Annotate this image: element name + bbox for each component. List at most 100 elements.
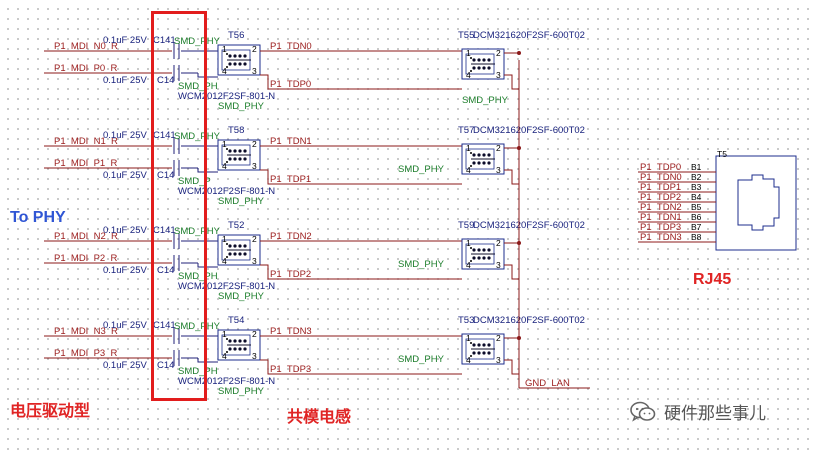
ch1-cmc-coil-dot xyxy=(487,153,491,157)
ch0-xfmr-pin-2: 2 xyxy=(252,44,257,54)
ch1-in-a-net: P1_MDI_N1_R xyxy=(54,136,118,147)
ch0-xfmr-polarity-dot xyxy=(226,53,228,55)
ch1-cmc-pin-4: 4 xyxy=(466,165,471,175)
ch1-xfmr-part: WCM2012F2SF-801-N xyxy=(178,186,275,197)
rj45-pin-net: P1_TDN0 xyxy=(640,172,682,183)
ch0-xfmr-coil-dot xyxy=(238,54,242,58)
ch1-xfmr-coil-dot xyxy=(238,149,242,153)
ch1-cmc-out-b-wire xyxy=(504,169,519,185)
ch0-cmc-part: DCM321620F2SF-600T02 xyxy=(473,30,585,41)
ch3-cmc-out-b-wire xyxy=(504,359,519,375)
ch1-xfmr-pin-4: 4 xyxy=(222,161,227,171)
ch1-cmc-coil-dot xyxy=(472,161,476,165)
ch1-xfmr-ref: T58 xyxy=(228,125,244,136)
ch0-xfmr-pin-1: 1 xyxy=(222,44,227,54)
rj45-pin-net: P1_TDP0 xyxy=(640,162,681,173)
ch3-cmc-coil-dot xyxy=(477,343,481,347)
ch0-cmc-coil-dot xyxy=(477,58,481,62)
ch2-cap-a-ref: C141 xyxy=(153,225,176,236)
ch3-cmc-coil-dot xyxy=(482,343,486,347)
ch3-cmc-polarity-dot xyxy=(470,355,472,357)
ch3-xfmr-pin-1: 1 xyxy=(222,329,227,339)
rj45-port-outline xyxy=(737,174,780,231)
ch3-cap-b-route xyxy=(197,358,218,363)
ch1-xfmr-label: SMD_PHY xyxy=(218,196,265,207)
rj45-label: RJ45 xyxy=(693,271,732,288)
ch3-cmc-polarity-dot xyxy=(470,342,472,344)
ch0-cmc-ref: T55 xyxy=(458,30,474,41)
ch3-out-b-net: P1_TDP3 xyxy=(270,364,311,375)
ch3-cmc-label: SMD_PHY xyxy=(398,354,445,365)
ch3-xfmr-part: WCM2012F2SF-801-N xyxy=(178,376,275,387)
ch3-cmc-pin-3: 3 xyxy=(496,355,501,365)
ch3-out-a-net: P1_TDN3 xyxy=(270,326,312,337)
ch2-xfmr-coil-dot xyxy=(243,244,247,248)
rj45-pin-number: B4 xyxy=(691,192,702,202)
ch1-xfmr-coil-dot xyxy=(243,157,247,161)
ch3-cap-a-value: 0.1uF 25V xyxy=(103,320,147,331)
ch1-cmc-ref: T57 xyxy=(458,125,474,136)
ch3-xfmr-coil-dot xyxy=(228,347,232,351)
ch1-xfmr-coil-dot xyxy=(243,149,247,153)
ch0-xfmr-coil-dot xyxy=(228,54,232,58)
ch1-cmc-pin-2: 2 xyxy=(496,143,501,153)
ch3-xfmr-coil-dot xyxy=(243,339,247,343)
ch2-xfmr-coil-dot xyxy=(233,252,237,256)
rj45-pin-number: B5 xyxy=(691,202,702,212)
common-mode-choke-label: 共模电感 xyxy=(287,409,352,426)
ch0-cmc-coil-dot xyxy=(482,66,486,70)
ch1-cmc-part: DCM321620F2SF-600T02 xyxy=(473,125,585,136)
ch1-cmc-coil-dot xyxy=(477,161,481,165)
ch0-xfmr-coil-dot xyxy=(228,62,232,66)
ch1-out-b-wire xyxy=(260,169,462,185)
ch2-cmc-pin-4: 4 xyxy=(466,260,471,270)
ch2-cap-a-value: 0.1uF 25V xyxy=(103,225,147,236)
ch0-cap-a-ref: C141 xyxy=(153,35,176,46)
ch1-cmc-coil-dot xyxy=(482,153,486,157)
ch2-in-a-net: P1_MDI_N2_R xyxy=(54,231,118,242)
ch3-in-a-net: P1_MDI_N3_R xyxy=(54,326,118,337)
ch2-cap-b-route xyxy=(197,263,218,268)
ch3-xfmr-polarity-dot xyxy=(226,351,228,353)
ch3-out-b-wire xyxy=(260,359,462,375)
ch3-cmc-coil-dot xyxy=(472,343,476,347)
ch2-xfmr-pin-1: 1 xyxy=(222,234,227,244)
ch0-label-mid: SMD_PH xyxy=(178,81,218,92)
ch0-cap-a-value: 0.1uF 25V xyxy=(103,35,147,46)
ch3-label-top: SMD_PHY xyxy=(174,321,221,332)
ch0-xfmr-pin-4: 4 xyxy=(222,66,227,76)
ch0-xfmr-coil-dot xyxy=(243,54,247,58)
ch0-cmc-coil-dot xyxy=(487,66,491,70)
ch2-xfmr-coil-dot xyxy=(233,244,237,248)
ch1-label-top: SMD_PHY xyxy=(174,131,221,142)
ch2-cmc-coil-dot xyxy=(477,248,481,252)
ch3-cmc-pin-2: 2 xyxy=(496,333,501,343)
rj45-top-pin-fragment: T5 xyxy=(717,149,727,159)
ch2-out-b-net: P1_TDP2 xyxy=(270,269,311,280)
ch2-in-b-net: P1_MDI_P2_R xyxy=(54,253,118,264)
ch0-cap-b-ref: C14 xyxy=(157,75,174,86)
ch2-cmc-coil-dot xyxy=(487,256,491,260)
ch0-cmc-coil-dot xyxy=(472,66,476,70)
ch0-out-b-net: P1_TDP0 xyxy=(270,79,311,90)
ch0-cmc-pin-4: 4 xyxy=(466,70,471,80)
voltage-drive-label: 电压驱动型 xyxy=(10,403,91,420)
ch3-cap-b-ref: C14 xyxy=(157,360,174,371)
ch3-xfmr-coil-dot xyxy=(243,347,247,351)
ch1-xfmr-polarity-dot xyxy=(226,148,228,150)
ch0-xfmr-coil-dot xyxy=(238,62,242,66)
rj45-body xyxy=(715,155,797,251)
ch3-cap-b-value: 0.1uF 25V xyxy=(103,360,147,371)
ch0-out-b-wire xyxy=(260,74,462,90)
gnd-net-label: GND_LAN xyxy=(525,378,570,389)
ch3-cmc-pin-1: 1 xyxy=(466,333,471,343)
ch3-cmc-coil-dot xyxy=(482,351,486,355)
ch1-in-b-net: P1_MDI_P1_R xyxy=(54,158,118,169)
ch1-cmc-polarity-dot xyxy=(470,152,472,154)
ch0-xfmr-coil-dot xyxy=(233,54,237,58)
ch2-xfmr-polarity-dot xyxy=(226,243,228,245)
